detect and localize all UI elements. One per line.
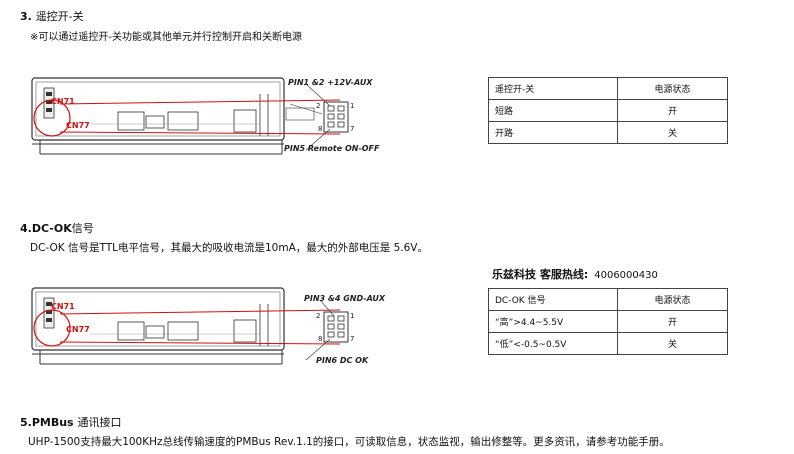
hotline: 乐兹科技 客服热线: 4006000430 [492, 266, 658, 282]
table-header-cell: 遥控开-关 [488, 77, 618, 100]
table-cell: 开路 [488, 121, 618, 144]
hotline-number: 4006000430 [594, 270, 658, 281]
diagram1-pin8: 8 [318, 125, 323, 133]
section5-title: 5.PMBus 通讯接口 [20, 414, 121, 430]
table-cell: 关 [617, 121, 728, 144]
diagram2-cn71: CN71 [51, 302, 75, 311]
section5-number: 5.PMBus [20, 416, 74, 429]
section3-title-text: 遥控开-关 [35, 10, 84, 23]
table-cell: 短路 [488, 99, 618, 122]
diagram2-pin1: 1 [350, 312, 355, 320]
dc-ok-diagram [31, 287, 349, 365]
table-row: 短路 开 [488, 99, 728, 122]
section4-body: DC-OK 信号是TTL电平信号，其最大的吸收电流是10mA，最大的外部电压是 … [30, 242, 428, 254]
table-row: 开路 关 [488, 121, 728, 144]
table-cell: 开 [617, 99, 728, 122]
remote-on-off-diagram [31, 77, 349, 155]
dc-ok-table: DC-OK 信号 电源状态 “高”>4.4~5.5V 开 “低”<-0.5~0.… [488, 288, 728, 355]
diagram1-cn77: CN77 [66, 121, 90, 130]
diagram1-label-top: PIN1 &2 +12V-AUX [288, 78, 373, 87]
table-header-cell: 电源状态 [617, 288, 728, 311]
diagram1-label-bottom: PIN5 Remote ON-OFF [284, 144, 380, 153]
remote-on-off-table: 遥控开-关 电源状态 短路 开 开路 关 [488, 77, 728, 144]
diagram2-pin8: 8 [318, 335, 323, 343]
diagram2-label-bottom: PIN6 DC OK [316, 356, 369, 365]
diagram1-cn71: CN71 [51, 97, 75, 106]
table-row: “低”<-0.5~0.5V 关 [488, 332, 728, 355]
diagram1-pin1: 1 [350, 102, 355, 110]
table-cell: “低”<-0.5~0.5V [488, 332, 618, 355]
table-cell: “高”>4.4~5.5V [488, 310, 618, 333]
section5-body: UHP-1500支持最大100KHz总线传输速度的PMBus Rev.1.1的接… [28, 436, 670, 448]
diagram1-pin7: 7 [350, 125, 355, 133]
diagram2-pin2: 2 [316, 312, 321, 320]
table-row: “高”>4.4~5.5V 开 [488, 310, 728, 333]
diagram2-label-top: PIN3 &4 GND-AUX [304, 294, 386, 303]
section3-note: ※可以通过遥控开-关功能或其他单元并行控制开启和关断电源 [30, 32, 302, 43]
diagram2-pin7: 7 [350, 335, 355, 343]
table-header-cell: 电源状态 [617, 77, 728, 100]
section3-title: 3. 遥控开-关 [20, 8, 84, 24]
section3-number: 3. [20, 10, 32, 23]
diagram2-cn77: CN77 [66, 325, 90, 334]
table-cell: 关 [617, 332, 728, 355]
section4-title: 4.DC-OK信号 [20, 220, 94, 236]
table-row: 遥控开-关 电源状态 [488, 77, 728, 100]
section4-number: 4.DC-OK [20, 222, 72, 235]
hotline-label: 乐兹科技 客服热线: [492, 268, 589, 281]
section5-title-text: 通讯接口 [77, 416, 122, 429]
table-row: DC-OK 信号 电源状态 [488, 288, 728, 311]
table-header-cell: DC-OK 信号 [488, 288, 618, 311]
section4-title-text: 信号 [71, 222, 94, 235]
table-cell: 开 [617, 310, 728, 333]
diagram1-pin2: 2 [316, 102, 321, 110]
